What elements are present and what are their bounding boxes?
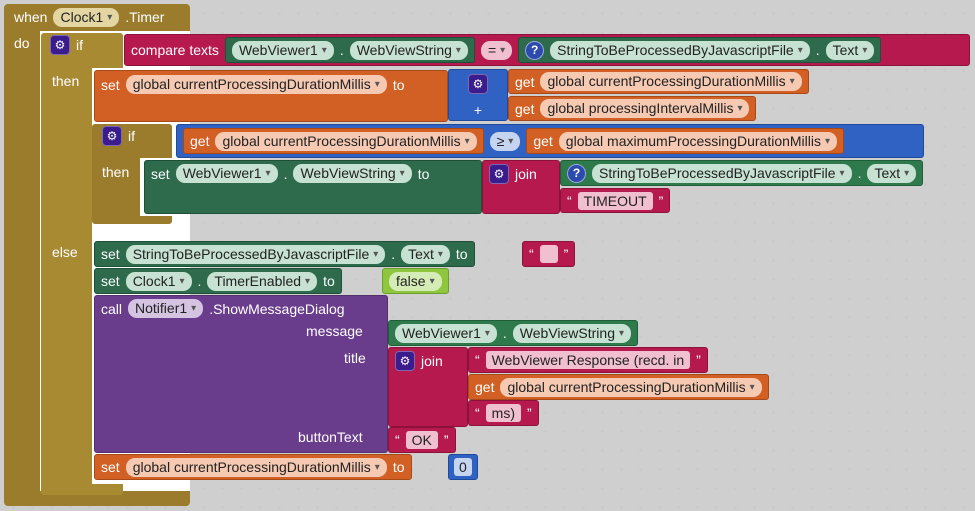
compare-label: compare texts bbox=[131, 42, 219, 58]
buttontext-label: buttonText bbox=[298, 429, 363, 445]
property-dropdown[interactable]: Text▾ bbox=[825, 40, 875, 60]
help-icon[interactable]: ? bbox=[525, 40, 545, 60]
else-label: else bbox=[52, 244, 78, 260]
compare-texts-block[interactable]: compare texts WebViewer1▾ . WebViewStrin… bbox=[124, 34, 970, 66]
property-dropdown[interactable]: WebViewString▾ bbox=[293, 164, 412, 183]
gear-icon[interactable]: ⚙ bbox=[102, 126, 122, 146]
component-dropdown[interactable]: Clock1▾ bbox=[53, 7, 120, 27]
empty-string-block[interactable]: “ ” bbox=[522, 241, 576, 267]
any-component-getter[interactable]: ? StringToBeProcessedByJavascriptFile▾ .… bbox=[518, 37, 882, 63]
boolean-dropdown[interactable]: false▾ bbox=[389, 271, 442, 291]
webviewer-getter[interactable]: WebViewer1▾ . WebViewString▾ bbox=[224, 37, 475, 63]
set-variable-block[interactable]: set global currentProcessingDurationMill… bbox=[94, 70, 448, 122]
help-icon[interactable]: ? bbox=[567, 163, 586, 183]
get-variable-block[interactable]: get global currentProcessingDurationMill… bbox=[508, 69, 809, 94]
then-label: then bbox=[52, 73, 80, 89]
text-string-block[interactable]: “ ms) ” bbox=[468, 400, 539, 426]
get-variable-block[interactable]: get global maximumProcessingDurationMill… bbox=[526, 128, 845, 154]
plus-label: + bbox=[473, 102, 483, 118]
operator-dropdown[interactable]: ≥▾ bbox=[489, 131, 521, 151]
get-variable-block[interactable]: get global processingIntervalMillis▾ bbox=[508, 96, 757, 121]
then-label: then bbox=[102, 164, 130, 180]
property-dropdown[interactable]: WebViewString▾ bbox=[349, 40, 468, 60]
get-variable-block[interactable]: get global currentProcessingDurationMill… bbox=[468, 374, 769, 400]
math-compare-block[interactable]: get global currentProcessingDurationMill… bbox=[176, 124, 924, 158]
join-block[interactable]: ⚙ join bbox=[482, 160, 560, 214]
logic-false-block[interactable]: false▾ bbox=[382, 268, 449, 294]
property-dropdown[interactable]: TimerEnabled▾ bbox=[207, 271, 318, 291]
component-dropdown[interactable]: StringToBeProcessedByJavascriptFile▾ bbox=[125, 244, 386, 264]
when-label: when bbox=[14, 9, 48, 25]
operator-dropdown[interactable]: =▾ bbox=[480, 40, 513, 60]
if-header[interactable]: ⚙ if bbox=[44, 33, 89, 57]
number-field[interactable]: 0 bbox=[454, 458, 472, 476]
set-property-block[interactable]: set Clock1▾ . TimerEnabled▾ to bbox=[94, 268, 342, 294]
do-label: do bbox=[14, 35, 30, 51]
join-block[interactable]: ⚙ join bbox=[388, 347, 468, 427]
property-dropdown[interactable]: WebViewString▾ bbox=[512, 323, 632, 343]
title-string-field[interactable]: WebViewer Response (recd. in bbox=[485, 351, 691, 369]
property-dropdown[interactable]: Text▾ bbox=[401, 244, 450, 264]
timeout-string[interactable]: TIMEOUT bbox=[577, 191, 653, 210]
gear-icon[interactable]: ⚙ bbox=[395, 351, 415, 371]
variable-dropdown[interactable]: global currentProcessingDurationMillis▾ bbox=[125, 75, 387, 94]
event-header[interactable]: when Clock1▾ .Timer bbox=[6, 6, 173, 28]
variable-dropdown[interactable]: global maximumProcessingDurationMillis▾ bbox=[558, 131, 838, 151]
set-property-block[interactable]: set StringToBeProcessedByJavascriptFile▾… bbox=[94, 241, 475, 267]
component-dropdown[interactable]: StringToBeProcessedByJavascriptFile▾ bbox=[550, 40, 810, 60]
component-dropdown[interactable]: Clock1▾ bbox=[125, 271, 192, 291]
variable-dropdown[interactable]: global processingIntervalMillis▾ bbox=[540, 99, 750, 118]
variable-dropdown[interactable]: global currentProcessingDurationMillis▾ bbox=[125, 457, 387, 477]
property-dropdown[interactable]: Text▾ bbox=[867, 163, 917, 183]
component-dropdown[interactable]: StringToBeProcessedByJavascriptFile▾ bbox=[592, 163, 852, 183]
math-number-block[interactable]: 0 bbox=[448, 454, 478, 480]
title-label: title bbox=[344, 350, 366, 366]
text-string-block[interactable]: “ WebViewer Response (recd. in ” bbox=[468, 347, 708, 373]
variable-dropdown[interactable]: global currentProcessingDurationMillis▾ bbox=[540, 72, 802, 91]
component-dropdown[interactable]: Notifier1▾ bbox=[128, 299, 204, 318]
message-label: message bbox=[306, 323, 363, 339]
gear-icon[interactable]: ⚙ bbox=[50, 35, 70, 55]
component-dropdown[interactable]: WebViewer1▾ bbox=[395, 323, 497, 343]
variable-dropdown[interactable]: global currentProcessingDurationMillis▾ bbox=[500, 377, 762, 397]
if-label: if bbox=[76, 37, 83, 53]
get-variable-block[interactable]: get global currentProcessingDurationMill… bbox=[183, 128, 484, 154]
ms-string-field[interactable]: ms) bbox=[485, 404, 521, 422]
gear-icon[interactable]: ⚙ bbox=[489, 164, 509, 184]
any-component-getter[interactable]: ? StringToBeProcessedByJavascriptFile▾ .… bbox=[560, 160, 924, 186]
text-string-block[interactable]: “ OK ” bbox=[388, 427, 456, 453]
ok-string-field[interactable]: OK bbox=[405, 431, 438, 449]
variable-dropdown[interactable]: global currentProcessingDurationMillis▾ bbox=[215, 131, 477, 151]
call-notifier-block[interactable]: call Notifier1▾ .ShowMessageDialog bbox=[94, 295, 388, 453]
gear-icon[interactable]: ⚙ bbox=[468, 74, 488, 94]
event-name: .Timer bbox=[125, 9, 165, 25]
webviewer-getter[interactable]: WebViewer1▾ . WebViewString▾ bbox=[388, 320, 639, 346]
inner-if-header[interactable]: ⚙ if bbox=[96, 124, 141, 148]
component-dropdown[interactable]: WebViewer1▾ bbox=[231, 40, 334, 60]
addition-block[interactable]: ⚙ + bbox=[448, 69, 508, 121]
text-string-block[interactable]: “ TIMEOUT ” bbox=[560, 188, 671, 213]
set-property-block[interactable]: set WebViewer1▾ . WebViewString▾ to bbox=[144, 160, 482, 214]
set-variable-block[interactable]: set global currentProcessingDurationMill… bbox=[94, 454, 412, 480]
empty-string-field[interactable] bbox=[539, 245, 558, 263]
component-dropdown[interactable]: WebViewer1▾ bbox=[175, 164, 278, 183]
